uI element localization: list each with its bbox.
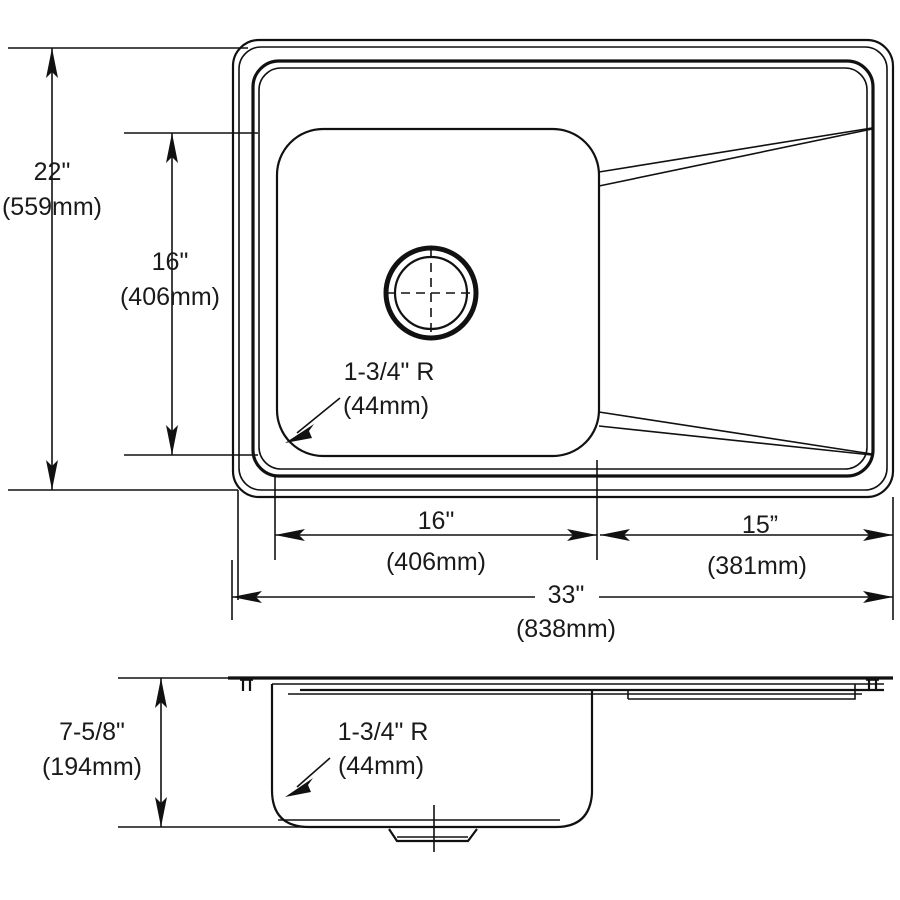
groove-upper-b	[598, 128, 873, 187]
sink-outer-rim	[231, 38, 895, 499]
arrowhead-radius-section	[285, 778, 313, 797]
dim-text-mask-33	[535, 583, 599, 611]
mounting-clip-right	[866, 679, 879, 691]
mounting-clip-left	[240, 679, 253, 691]
sink-bowl-opening	[275, 127, 601, 458]
arrowhead-up-22	[46, 48, 58, 78]
dim-label-16v-metric: (406mm)	[120, 283, 220, 311]
drainboard-grooves	[598, 127, 873, 456]
arrowhead-right-15	[863, 529, 893, 541]
top-view-group: 22" (559mm) 16" (406mm)	[2, 38, 895, 643]
groove-lower-b	[598, 425, 873, 456]
dim-label-33-inches: 33"	[548, 581, 585, 609]
section-drain-outlet	[388, 805, 478, 852]
extension-lines-horizontal	[231, 460, 894, 620]
arrowhead-left-16h	[275, 529, 305, 541]
extension-lines-vertical	[8, 47, 258, 600]
section-drainboard-profile	[627, 684, 856, 700]
dim-label-22-metric: (559mm)	[2, 193, 102, 221]
dimension-bowl-width: 16" (406mm)	[275, 507, 597, 576]
drain-opening	[383, 245, 479, 341]
leader-line-radius-top	[296, 397, 341, 434]
deck-rim-inner-edge	[258, 67, 868, 470]
sink-deck-rim	[251, 59, 875, 478]
dimension-drainboard-width: 15” (381mm)	[600, 511, 893, 580]
radius-label-section-metric: (44mm)	[338, 752, 424, 780]
arrowhead-down-22	[46, 460, 58, 490]
leader-line-radius-section	[296, 757, 331, 788]
drainboard-recess-outline	[628, 684, 856, 700]
outer-rim-inner-edge	[238, 46, 888, 491]
radius-label-section-inches: 1-3/4" R	[338, 718, 429, 746]
dimension-bowl-depth: 7-5/8" (194mm)	[42, 678, 167, 827]
groove-lower-a	[598, 411, 873, 455]
callout-corner-radius-top: 1-3/4" R (44mm)	[285, 358, 434, 443]
radius-label-top-inches: 1-3/4" R	[344, 358, 435, 386]
dim-label-15-inches: 15”	[742, 511, 778, 539]
dim-label-16h-inches: 16"	[418, 507, 455, 535]
dim-label-22-inches: 22"	[34, 158, 71, 186]
arrowhead-left-33	[232, 591, 262, 603]
dim-label-16v-inches: 16"	[152, 248, 189, 276]
arrowhead-down-16	[166, 425, 178, 455]
outer-rim-outline	[231, 38, 895, 499]
arrowhead-right-16h	[567, 529, 597, 541]
section-bowl-profile	[270, 684, 594, 829]
arrowhead-radius-top	[285, 424, 314, 443]
dim-label-depth-inches: 7-5/8"	[59, 718, 125, 746]
drain-outlet-profile	[388, 828, 478, 843]
section-rim-deck	[228, 676, 893, 695]
radius-label-top-metric: (44mm)	[343, 392, 429, 420]
bowl-section-outline	[270, 684, 594, 829]
callout-corner-radius-section: 1-3/4" R (44mm)	[285, 718, 428, 797]
arrowhead-up-16	[166, 133, 178, 163]
dimension-bowl-height: 16" (406mm)	[120, 133, 220, 455]
bowl-outline	[275, 127, 601, 458]
mounting-clips	[240, 679, 879, 691]
dim-label-depth-metric: (194mm)	[42, 753, 142, 781]
deck-rim-outline	[251, 59, 875, 478]
dimension-overall-width: 33" (838mm)	[232, 581, 893, 643]
dim-label-33-metric: (838mm)	[516, 615, 616, 643]
arrowhead-right-33	[863, 591, 893, 603]
groove-upper-a	[598, 127, 873, 173]
dimension-overall-height: 22" (559mm)	[2, 48, 102, 490]
dim-label-15-metric: (381mm)	[707, 552, 807, 580]
dim-label-16h-metric: (406mm)	[386, 548, 486, 576]
arrowhead-up-depth	[155, 678, 167, 708]
side-section-view-group: 7-5/8" (194mm)	[42, 676, 893, 852]
arrowhead-left-15	[600, 529, 630, 541]
arrowhead-down-depth	[155, 797, 167, 827]
